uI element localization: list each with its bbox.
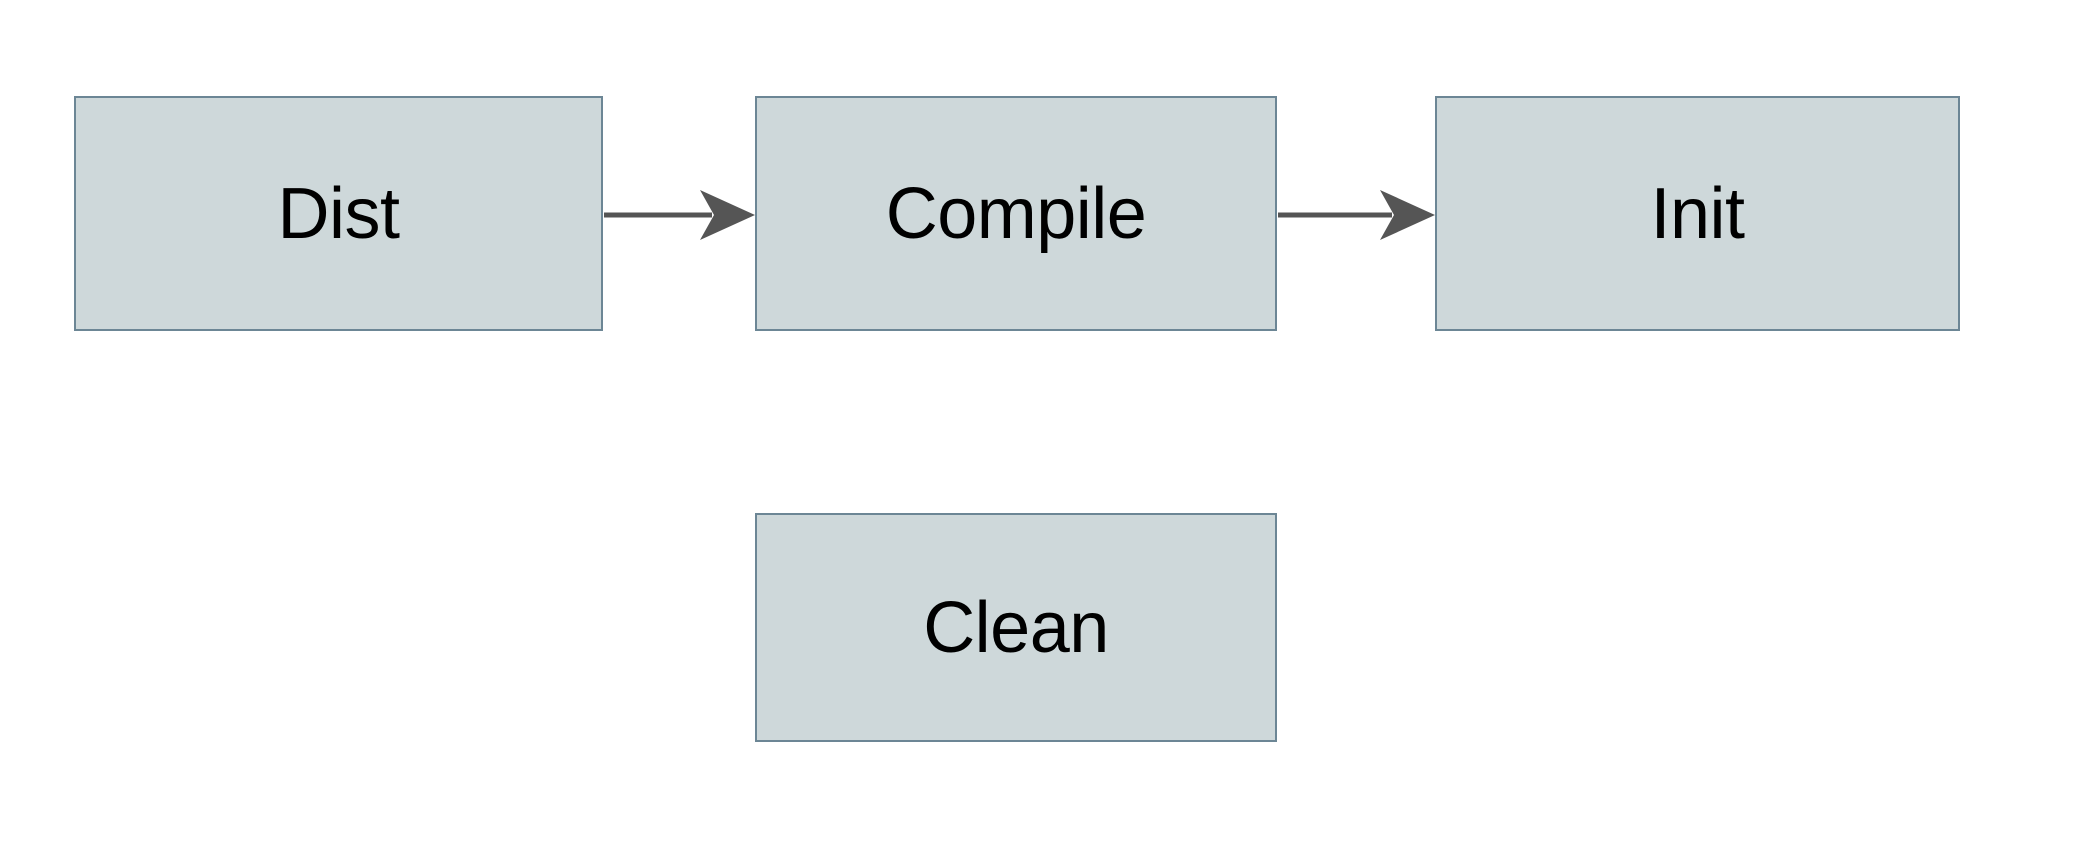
- node-compile[interactable]: Compile: [755, 96, 1277, 331]
- edge-dist-to-compile: [604, 190, 755, 240]
- node-label: Compile: [885, 173, 1147, 254]
- edge-compile-to-init: [1278, 190, 1435, 240]
- node-label: Dist: [277, 173, 401, 254]
- node-dist[interactable]: Dist: [74, 96, 603, 331]
- stealth-arrow-icon: [700, 190, 755, 240]
- stealth-arrow-icon: [1380, 190, 1435, 240]
- node-clean[interactable]: Clean: [755, 513, 1277, 742]
- node-label: Init: [1650, 173, 1745, 254]
- node-init[interactable]: Init: [1435, 96, 1960, 331]
- node-label: Clean: [923, 587, 1109, 668]
